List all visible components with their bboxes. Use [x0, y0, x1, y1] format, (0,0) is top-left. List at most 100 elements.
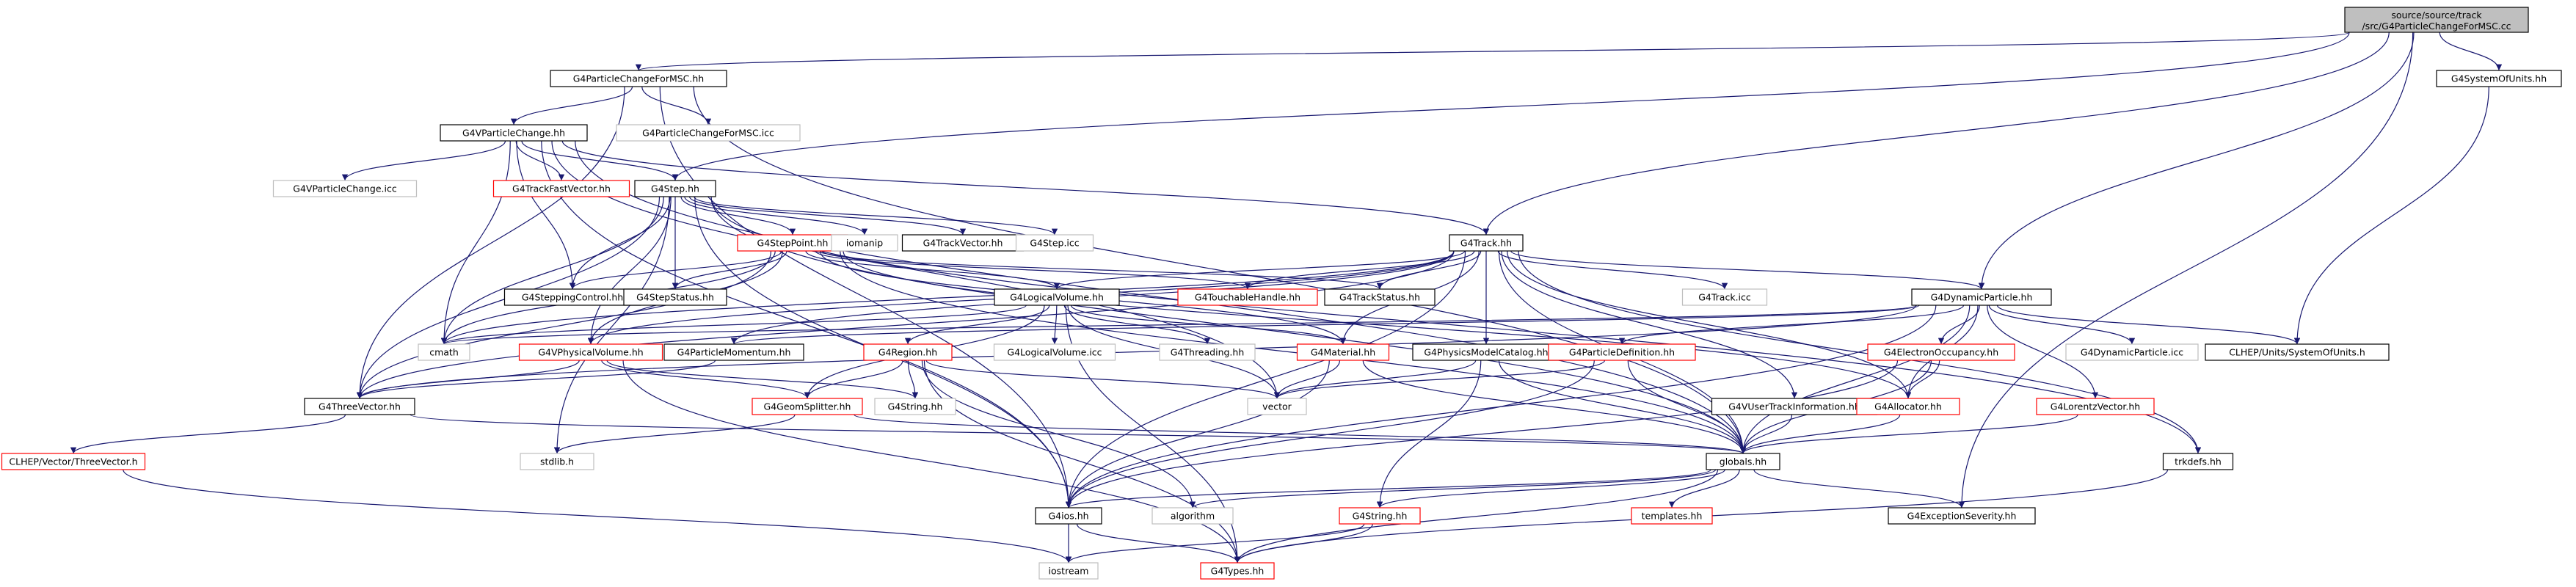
node-stepping[interactable]: G4SteppingControl.hh: [503, 288, 641, 306]
node-trackstatus[interactable]: G4TrackStatus.hh: [1324, 288, 1436, 306]
node-box: [863, 343, 953, 361]
node-material[interactable]: G4Material.hh: [1296, 343, 1390, 361]
node-g4string_tr[interactable]: G4String.hh: [1339, 507, 1421, 525]
node-steppoint[interactable]: G4StepPoint.hh: [737, 234, 848, 252]
node-partmom[interactable]: G4ParticleMomentum.hh: [663, 343, 804, 361]
node-root[interactable]: source/source/track/src/G4ParticleChange…: [2344, 7, 2529, 33]
node-box: [831, 234, 898, 252]
node-vphys[interactable]: G4VPhysicalVolume.hh: [518, 343, 663, 361]
edge-sysunits-to-clhep_units: [2293, 86, 2489, 345]
node-box: [2436, 70, 2562, 87]
node-box: [663, 343, 804, 361]
node-cmath: cmath: [418, 343, 470, 361]
node-iomanip: iomanip: [831, 234, 898, 252]
node-exception[interactable]: G4ExceptionSeverity.hh: [1888, 507, 2036, 525]
edges-layer: [70, 32, 2503, 564]
node-box: [1159, 343, 1256, 361]
node-trackvector[interactable]: G4TrackVector.hh: [901, 234, 1025, 252]
node-box: [2205, 343, 2390, 361]
edge-dynpart-to-partdef: [1618, 305, 1965, 345]
node-dynpart[interactable]: G4DynamicParticle.hh: [1911, 288, 2052, 306]
node-logvol[interactable]: G4LogicalVolume.hh: [994, 288, 1120, 306]
node-label: G4DynamicParticle.icc: [2081, 347, 2183, 358]
edge-root-to-exception: [1958, 32, 2414, 508]
node-box: [1888, 507, 2036, 525]
node-label: G4DynamicParticle.hh: [1931, 292, 2033, 303]
node-box: [616, 124, 801, 142]
edge-root-to-dynpart: [1978, 32, 2415, 290]
node-box: [1035, 507, 1102, 525]
node-touchable[interactable]: G4TouchableHandle.hh: [1177, 288, 1318, 306]
edge-globals-to-g4string_tr: [1376, 469, 1725, 508]
edge-track-to-touchable: [1244, 250, 1475, 290]
node-vuser[interactable]: G4VUserTrackInformation.hh: [1711, 398, 1878, 415]
node-tfv[interactable]: G4TrackFastVector.hh: [492, 180, 630, 197]
node-vpc[interactable]: G4VParticleChange.hh: [440, 124, 588, 142]
node-label: G4Region.hh: [878, 347, 937, 358]
node-iostream: iostream: [1038, 562, 1099, 580]
node-geomsplit[interactable]: G4GeomSplitter.hh: [752, 398, 863, 415]
node-g4string: G4String.hh: [874, 398, 956, 415]
node-label: G4ParticleDefinition.hh: [1569, 347, 1675, 358]
node-label: trkdefs.hh: [2175, 456, 2222, 467]
node-box: [1911, 288, 2052, 306]
edge-elocc-to-allocator: [1904, 360, 1940, 399]
edge-dynpart-to-lorentz: [1987, 305, 2099, 399]
node-sysunits[interactable]: G4SystemOfUnits.hh: [2436, 70, 2562, 87]
node-track[interactable]: G4Track.hh: [1449, 234, 1524, 252]
edge-track-to-track_icc: [1497, 250, 1728, 290]
edge-steppoint-to-stepping: [569, 250, 782, 290]
node-box: [520, 453, 594, 470]
edge-steppoint-to-touchable: [815, 250, 1251, 290]
node-threevec[interactable]: G4ThreeVector.hh: [304, 398, 415, 415]
node-lorentz[interactable]: G4LorentzVector.hh: [2036, 398, 2155, 415]
node-label: G4ElectronOccupancy.hh: [1884, 347, 1998, 358]
edge-vpc-to-cmath: [440, 140, 511, 345]
edge-g4string_tr-to-iostream: [1065, 523, 1365, 564]
node-box: [1681, 288, 1768, 306]
node-physmodel[interactable]: G4PhysicsModelCatalog.hh: [1412, 343, 1560, 361]
node-stepstatus[interactable]: G4StepStatus.hh: [623, 288, 727, 306]
node-partdef[interactable]: G4ParticleDefinition.hh: [1548, 343, 1696, 361]
node-clhep_three[interactable]: CLHEP/Vector/ThreeVector.h: [1, 453, 146, 470]
node-allocator[interactable]: G4Allocator.hh: [1856, 398, 1960, 415]
node-box: [1247, 398, 1307, 415]
edge-globals-to-g4types: [1234, 469, 1719, 564]
node-g4ios[interactable]: G4ios.hh: [1035, 507, 1102, 525]
edge-track-to-trackstatus: [1376, 250, 1482, 290]
node-g4types[interactable]: G4Types.hh: [1200, 562, 1275, 580]
node-label: iostream: [1049, 566, 1089, 577]
node-step[interactable]: G4Step.hh: [634, 180, 716, 197]
edge-step-to-stdlib: [553, 196, 670, 454]
node-elocc[interactable]: G4ElectronOccupancy.hh: [1867, 343, 2015, 361]
node-trkdefs[interactable]: trkdefs.hh: [2162, 453, 2234, 470]
node-label: CLHEP/Units/SystemOfUnits.h: [2229, 347, 2365, 358]
node-templates[interactable]: templates.hh: [1631, 507, 1713, 525]
node-label: G4Types.hh: [1211, 566, 1265, 577]
edge-logvol-to-logvol_icc: [1051, 305, 1058, 345]
edge-allocator-to-globals: [1739, 414, 1901, 454]
nodes-layer: source/source/track/src/G4ParticleChange…: [1, 7, 2562, 580]
node-label: G4GeomSplitter.hh: [764, 401, 851, 412]
edge-g4ios-to-g4types: [1076, 523, 1241, 564]
node-label: G4ThreeVector.hh: [319, 401, 401, 412]
node-label: cmath: [429, 347, 459, 358]
node-label: G4Allocator.hh: [1874, 401, 1942, 412]
edge-lorentz-to-globals: [1739, 414, 2078, 454]
node-globals[interactable]: globals.hh: [1706, 453, 1780, 470]
edge-steppoint-to-threevec: [356, 250, 772, 399]
node-pcmsc[interactable]: G4ParticleChangeForMSC.hh: [550, 70, 727, 87]
node-label: G4LogicalVolume.icc: [1007, 347, 1102, 358]
node-box: [994, 288, 1120, 306]
node-label: G4LorentzVector.hh: [2051, 401, 2140, 412]
node-label: stdlib.h: [540, 456, 574, 467]
edge-clhep_three-to-iostream: [123, 469, 1072, 564]
edge-dynpart-to-elocc: [1938, 305, 1980, 345]
edge-globals-to-algorithm: [1190, 469, 1717, 508]
edge-globals-to-templates: [1668, 469, 1740, 508]
edge-globals-to-g4ios: [1066, 469, 1711, 508]
node-clhep_units[interactable]: CLHEP/Units/SystemOfUnits.h: [2205, 343, 2390, 361]
node-region[interactable]: G4Region.hh: [863, 343, 953, 361]
node-box: [874, 398, 956, 415]
